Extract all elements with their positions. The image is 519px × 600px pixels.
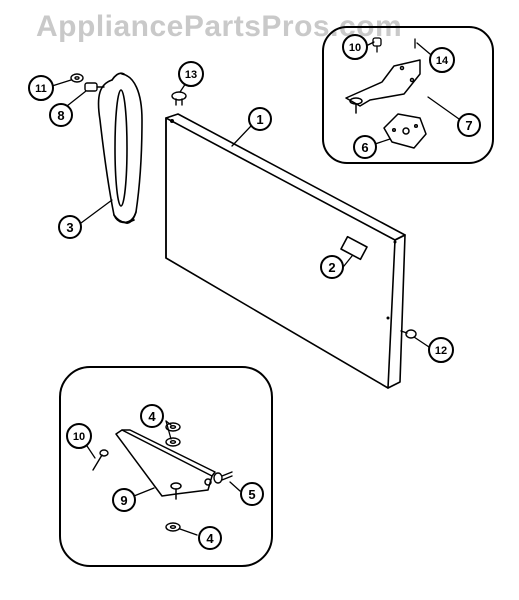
hinge-inset-bottom (59, 366, 273, 567)
screw-8 (84, 82, 105, 92)
svg-text:2: 2 (328, 260, 335, 275)
watermark: AppliancePartsPros.com (36, 10, 403, 43)
svg-text:9: 9 (120, 493, 127, 508)
callout-13: 13 (178, 61, 204, 87)
svg-text:6: 6 (361, 140, 368, 155)
callout-2: 2 (320, 255, 344, 279)
callout-10-bottom: 10 (66, 423, 92, 449)
svg-text:14: 14 (436, 55, 449, 67)
label-plate (340, 235, 368, 261)
svg-text:5: 5 (248, 487, 255, 502)
callout-1: 1 (248, 107, 272, 131)
callout-10-top: 10 (342, 34, 368, 60)
screw-5 (213, 471, 233, 484)
hinge-inset-top (322, 26, 494, 164)
callout-6: 6 (353, 135, 377, 159)
door-handle (97, 72, 143, 224)
svg-text:4: 4 (206, 531, 214, 546)
washer-4-upper (165, 422, 181, 447)
screw-12 (400, 329, 417, 339)
svg-text:1: 1 (256, 112, 263, 127)
door-panel (165, 113, 406, 389)
svg-text:10: 10 (73, 431, 85, 443)
screw-10-top (372, 37, 382, 53)
svg-text:3: 3 (66, 220, 73, 235)
screw-10-bottom (92, 449, 109, 471)
callout-4-lower: 4 (198, 526, 222, 550)
callout-9: 9 (112, 488, 136, 512)
callout-7: 7 (457, 113, 481, 137)
hinge-plate-6 (383, 113, 427, 149)
callout-11: 11 (28, 75, 54, 101)
callout-3: 3 (58, 215, 82, 239)
screw-13 (171, 91, 187, 106)
svg-text:4: 4 (148, 409, 156, 424)
hinge-bracket-9 (115, 429, 216, 500)
washer-11 (70, 73, 84, 83)
leader-lines (51, 41, 460, 536)
svg-text:7: 7 (465, 118, 472, 133)
callout-8: 8 (49, 103, 73, 127)
callout-4-upper: 4 (140, 404, 164, 428)
svg-text:8: 8 (57, 108, 64, 123)
svg-text:12: 12 (435, 345, 447, 357)
callouts: 1 2 3 4 4 5 6 7 8 9 10 10 11 12 13 14 (28, 34, 481, 550)
callout-12: 12 (428, 337, 454, 363)
callout-5: 5 (240, 482, 264, 506)
callout-14: 14 (429, 47, 455, 73)
washer-4-lower (165, 522, 181, 532)
svg-text:11: 11 (35, 83, 47, 95)
svg-text:13: 13 (185, 69, 197, 81)
svg-text:10: 10 (349, 42, 361, 54)
hinge-bracket-7 (345, 59, 421, 114)
